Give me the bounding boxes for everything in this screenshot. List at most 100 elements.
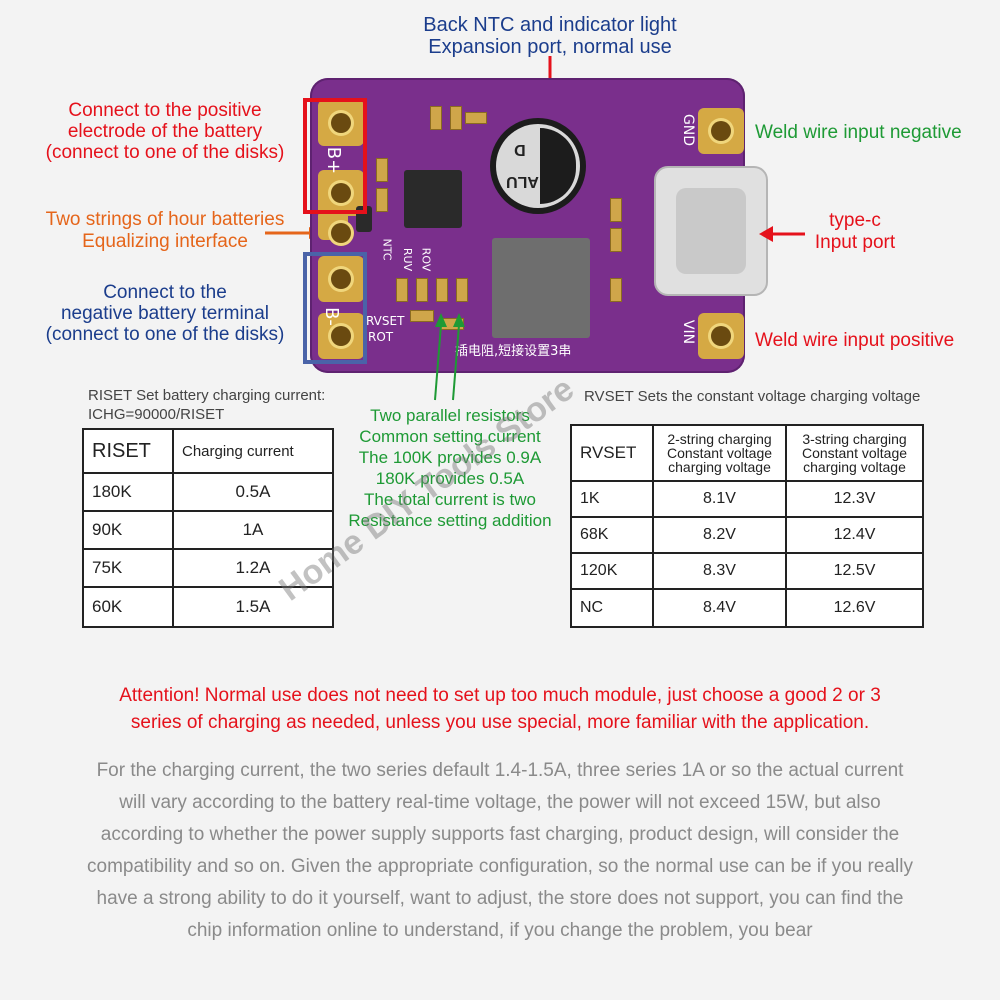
table-row: 120K 8.3V 12.5V [570, 552, 924, 590]
silk-chinese: 插电阻,短接设置3串 [455, 344, 572, 359]
table-row: 75K 1.2A [82, 548, 334, 588]
note-line: Two parallel resistors [370, 406, 530, 425]
smd-part [376, 188, 388, 212]
top-label-line2: Expansion port, normal use [428, 36, 672, 58]
pad-gnd [698, 108, 744, 154]
negative-label: Connect to the negative battery terminal… [20, 282, 310, 345]
pad-vin [698, 313, 744, 359]
riset-cell: 90K [82, 510, 174, 550]
paragraph-line: compatibility and so on. Given the appro… [87, 856, 913, 877]
rvset-cell: 12.3V [785, 480, 924, 518]
rvset-cell: 68K [570, 516, 654, 554]
typec-label-line1: type-c [829, 210, 881, 231]
note-line: The 100K provides 0.9A [358, 448, 542, 467]
positive-label-line2: electrode of the battery [67, 121, 263, 142]
pad-b-plus-top [318, 100, 364, 146]
attention-line: series of charging as needed, unless you… [130, 712, 870, 733]
table-row: NC 8.4V 12.6V [570, 588, 924, 628]
positive-label: Connect to the positive electrode of the… [20, 100, 310, 163]
pad-b-minus-top [318, 256, 364, 302]
riset-title-line1: RISET Set battery charging current: [88, 387, 326, 404]
riset-cell: 1.2A [172, 548, 334, 588]
smd-part [396, 278, 408, 302]
positive-label-line3: (connect to one of the disks) [45, 142, 285, 163]
paragraph-line: have a strong ability to do it yourself,… [96, 888, 904, 909]
table-row: 90K 1A [82, 510, 334, 550]
negative-label-line3: (connect to one of the disks) [45, 324, 285, 345]
balance-label-line2: Equalizing interface [82, 231, 248, 252]
smd-part [416, 278, 428, 302]
silk-rov: ROV [419, 247, 433, 272]
negative-highlight-box [303, 252, 367, 364]
typec-label: type-c Input port [795, 210, 915, 254]
rvset-cell: NC [570, 588, 654, 628]
smd-part [436, 278, 448, 302]
note-line: The total current is two [364, 490, 536, 509]
rvset-header-1: RVSET [570, 424, 654, 482]
riset-cell: 75K [82, 548, 174, 588]
capacitor-d: D [514, 141, 526, 158]
riset-cell: 180K [82, 472, 174, 512]
riset-header-1: RISET [82, 428, 174, 474]
silk-rot: ROT [368, 330, 394, 344]
top-label: Back NTC and indicator light Expansion p… [380, 14, 720, 58]
table-row: 68K 8.2V 12.4V [570, 516, 924, 554]
attention-line: Attention! Normal use does not need to s… [119, 685, 881, 706]
silk-vin: VIN [680, 319, 697, 345]
riset-cell: 60K [82, 586, 174, 628]
note-line: 180K provides 0.5A [375, 469, 525, 488]
table-row: 1K 8.1V 12.3V [570, 480, 924, 518]
rvset-table: RVSET 2-string charging Constant voltage… [570, 424, 924, 628]
riset-title-line2: ICHG=90000/RISET [88, 406, 225, 423]
smd-part [410, 310, 434, 322]
weld-positive-label: Weld wire input positive [755, 330, 955, 351]
positive-highlight-box [303, 98, 367, 214]
resistor-arrows-icon [434, 313, 465, 401]
controller-chip [404, 170, 462, 228]
pad-balance [318, 210, 351, 243]
smd-part [610, 198, 622, 222]
smd-part [465, 112, 487, 124]
paragraph-line: according to whether the power supply su… [100, 824, 900, 845]
table-row: RVSET 2-string charging Constant voltage… [570, 424, 924, 482]
inductor [492, 238, 590, 338]
rvset-title: RVSET Sets the constant voltage charging… [584, 388, 921, 405]
riset-table: RISET Charging current 180K 0.5A 90K 1A … [82, 428, 334, 628]
positive-label-line1: Connect to the positive [68, 100, 262, 121]
rvset-cell: 12.6V [785, 588, 924, 628]
silk-ruv: RUV [401, 247, 415, 272]
table-row: 180K 0.5A [82, 472, 334, 512]
rvset-cell: 8.1V [652, 480, 787, 518]
typec-label-line2: Input port [814, 232, 896, 253]
riset-cell: 1A [172, 510, 334, 550]
rvset-cell: 8.3V [652, 552, 787, 590]
smd-part [430, 106, 442, 130]
weld-negative-label: Weld wire input negative [755, 122, 962, 143]
negative-label-line2: negative battery terminal [60, 303, 270, 324]
balance-label-line1: Two strings of hour batteries [45, 209, 285, 230]
parallel-resistor-note: Two parallel resistors Common setting cu… [330, 405, 570, 531]
rvset-cell: 12.4V [785, 516, 924, 554]
usb-c-port [654, 166, 768, 296]
smd-part [456, 278, 468, 302]
rvset-cell: 1K [570, 480, 654, 518]
smd-part [610, 278, 622, 302]
pad-b-minus-bottom [318, 313, 364, 359]
smd-part [376, 158, 388, 182]
paragraph-line: will vary according to the battery real-… [119, 792, 881, 813]
table-row: RISET Charging current [82, 428, 334, 474]
description-paragraph: For the charging current, the two series… [40, 755, 960, 947]
paragraph-line: For the charging current, the two series… [96, 760, 904, 781]
silk-ntc: NTC [380, 238, 394, 261]
smd-part [450, 106, 462, 130]
typec-arrow-icon [759, 226, 805, 242]
negative-label-line1: Connect to the [103, 282, 227, 303]
note-line: Common setting current [359, 427, 541, 446]
rvset-header-2: 2-string charging Constant voltage charg… [652, 424, 787, 482]
note-line: Resistance setting addition [348, 511, 552, 530]
capacitor-label: ALU [506, 173, 539, 190]
riset-title: RISET Set battery charging current: ICHG… [88, 386, 325, 424]
riset-cell: 1.5A [172, 586, 334, 628]
rvset-cell: 8.4V [652, 588, 787, 628]
rvset-cell: 8.2V [652, 516, 787, 554]
